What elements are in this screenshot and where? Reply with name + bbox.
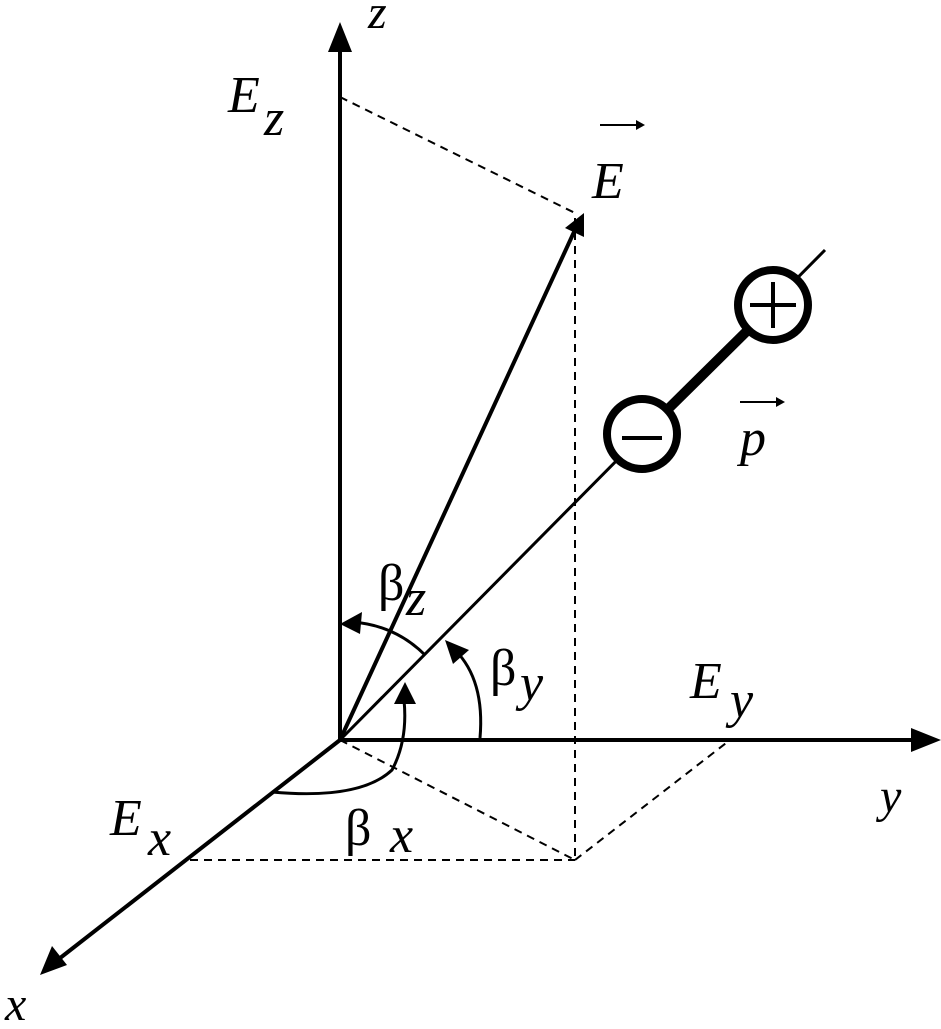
beta-z-symbol: β xyxy=(378,555,404,612)
x-axis-arrowhead xyxy=(40,946,67,975)
ex-subscript: x xyxy=(147,810,171,867)
dipole-body xyxy=(661,324,754,416)
z-axis-label: z xyxy=(367,0,387,39)
beta-y-symbol: β xyxy=(490,640,516,697)
vector-hat-e xyxy=(600,120,645,130)
ey-label: E xyxy=(689,653,722,710)
beta-x-arc xyxy=(271,699,407,796)
beta-y-arc xyxy=(453,648,483,739)
p-vector-label: p xyxy=(736,410,766,467)
negative-charge xyxy=(603,395,681,473)
e-field-arrowhead xyxy=(565,213,584,237)
e-field-vector xyxy=(338,231,576,741)
beta-x-arrowhead xyxy=(394,682,416,704)
projection-lines xyxy=(190,96,731,861)
beta-x-symbol: β xyxy=(345,800,371,857)
beta-z-subscript: z xyxy=(405,570,426,627)
ex-label: E xyxy=(109,790,142,847)
beta-y-subscript: y xyxy=(515,655,544,712)
ey-subscript: y xyxy=(725,672,754,729)
ez-subscript: z xyxy=(263,90,284,147)
x-axis-label: x xyxy=(4,978,26,1029)
e-vector-label: E xyxy=(591,153,624,210)
z-axis-arrowhead xyxy=(328,22,352,52)
y-axis-arrowhead xyxy=(911,728,941,752)
vector-hat-p xyxy=(740,397,785,407)
y-axis-label: y xyxy=(875,770,902,823)
beta-y-arrowhead xyxy=(445,640,469,664)
beta-x-subscript: x xyxy=(389,807,413,864)
ez-label: E xyxy=(227,67,260,124)
x-axis xyxy=(53,738,342,964)
beta-z-arrowhead xyxy=(340,612,362,634)
